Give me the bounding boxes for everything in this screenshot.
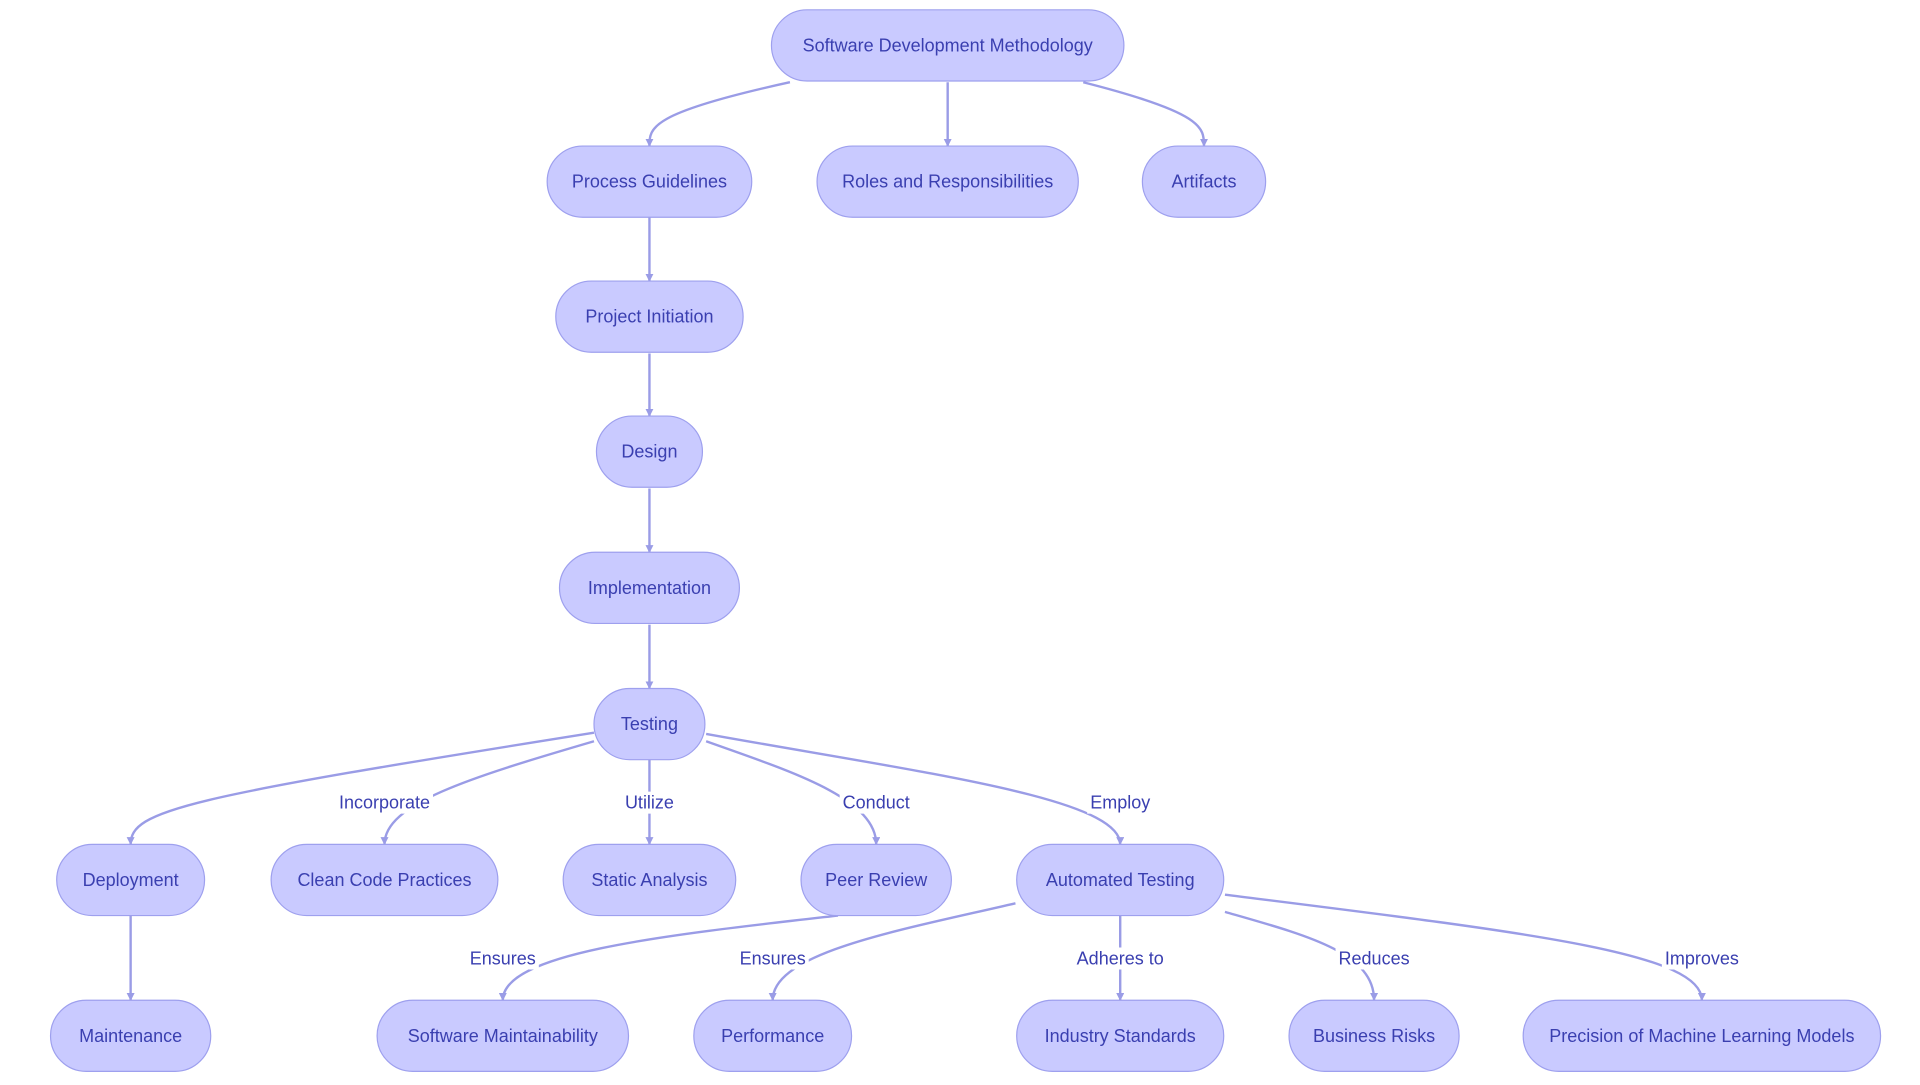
edge-label-background: [839, 791, 913, 814]
node-label: Project Initiation: [585, 307, 713, 327]
edge-label-text: Ensures: [740, 949, 806, 969]
node-design: Design: [595, 415, 704, 488]
node-shape: [1016, 843, 1225, 917]
node-shape: [595, 415, 704, 488]
node-standards: Industry Standards: [1016, 999, 1225, 1073]
node-shape: [770, 9, 1125, 82]
node-shape: [1288, 999, 1460, 1073]
edge-label-testing-to-peer: Conduct: [839, 791, 913, 814]
edge-label-text: Conduct: [843, 793, 910, 813]
node-label: Automated Testing: [1046, 870, 1195, 890]
edge-methodology-to-process: [645, 81, 791, 147]
node-label: Software Development Methodology: [803, 35, 1093, 55]
node-label: Deployment: [83, 870, 179, 890]
edge-label-text: Adheres to: [1077, 949, 1164, 969]
node-maintenance: Maintenance: [49, 999, 212, 1073]
node-label: Static Analysis: [591, 870, 707, 890]
node-label: Peer Review: [825, 870, 928, 890]
edge-automated-to-risks: [1224, 910, 1379, 1002]
node-label: Industry Standards: [1045, 1026, 1196, 1046]
node-precision: Precision of Machine Learning Models: [1522, 999, 1882, 1073]
edge-label-text: Incorporate: [339, 793, 430, 813]
node-risks: Business Risks: [1288, 999, 1460, 1073]
edge-label-automated-to-precision: Improves: [1661, 947, 1742, 970]
edge-label-background: [335, 791, 434, 814]
edge-label-testing-to-static: Utilize: [621, 791, 677, 814]
edge-testing-to-cleancode: [380, 740, 595, 846]
node-shape: [558, 551, 741, 625]
edges-layer: [126, 81, 1706, 1002]
node-label: Process Guidelines: [572, 172, 727, 192]
node-label: Roles and Responsibilities: [842, 172, 1053, 192]
edge-label-background: [621, 791, 677, 814]
node-shape: [546, 145, 753, 218]
node-shape: [376, 999, 630, 1073]
edge-label-background: [1073, 947, 1167, 970]
node-shape: [562, 843, 737, 917]
node-shape: [270, 843, 499, 917]
node-label: Artifacts: [1171, 172, 1236, 192]
node-deployment: Deployment: [56, 843, 206, 917]
node-process: Process Guidelines: [546, 145, 753, 218]
edge-label-background: [1087, 791, 1154, 814]
edge-label-text: Ensures: [470, 949, 536, 969]
node-label: Software Maintainability: [408, 1026, 598, 1046]
node-implementation: Implementation: [558, 551, 741, 625]
edge-label-automated-to-standards: Adheres to: [1073, 947, 1167, 970]
edge-label-text: Employ: [1090, 793, 1150, 813]
node-label: Design: [621, 442, 677, 462]
node-testing: Testing: [593, 687, 706, 761]
edge-label-text: Improves: [1665, 949, 1739, 969]
node-shape: [593, 687, 706, 761]
node-peer: Peer Review: [800, 843, 952, 917]
node-label: Implementation: [588, 578, 711, 598]
edge-automated-to-performance: [768, 902, 1016, 1002]
node-automated: Automated Testing: [1016, 843, 1225, 917]
edge-testing-to-deployment: [126, 731, 595, 846]
edge-label-automated-to-risks: Reduces: [1335, 947, 1413, 970]
node-shape: [1016, 999, 1225, 1073]
edge-label-background: [736, 947, 809, 970]
node-maintainability: Software Maintainability: [376, 999, 630, 1073]
node-shape: [555, 280, 744, 353]
nodes-layer: Software Development MethodologyProcess …: [49, 9, 1882, 1073]
edge-label-automated-to-performance: Ensures: [736, 947, 809, 970]
node-shape: [800, 843, 952, 917]
node-label: Performance: [721, 1026, 824, 1046]
node-shape: [49, 999, 212, 1073]
node-shape: [816, 145, 1079, 218]
edge-automated-to-maintainability: [498, 914, 839, 1002]
node-label: Precision of Machine Learning Models: [1549, 1026, 1854, 1046]
node-artifacts: Artifacts: [1141, 145, 1267, 218]
node-shape: [1141, 145, 1267, 218]
node-methodology: Software Development Methodology: [770, 9, 1125, 82]
node-initiation: Project Initiation: [555, 280, 744, 353]
edge-label-automated-to-maintainability: Ensures: [466, 947, 539, 970]
edge-label-background: [1335, 947, 1413, 970]
edge-label-text: Reduces: [1339, 949, 1410, 969]
node-label: Business Risks: [1313, 1026, 1435, 1046]
edge-label-testing-to-automated: Employ: [1087, 791, 1154, 814]
edge-testing-to-peer: [705, 740, 881, 846]
node-performance: Performance: [693, 999, 853, 1073]
node-cleancode: Clean Code Practices: [270, 843, 499, 917]
edge-label-background: [1661, 947, 1742, 970]
edge-automated-to-precision: [1224, 893, 1706, 1002]
edge-testing-to-automated: [705, 732, 1125, 846]
node-label: Testing: [621, 714, 678, 734]
node-roles: Roles and Responsibilities: [816, 145, 1079, 218]
node-static: Static Analysis: [562, 843, 737, 917]
edge-methodology-to-artifacts: [1082, 81, 1209, 147]
node-shape: [1522, 999, 1882, 1073]
edge-label-text: Utilize: [625, 793, 674, 813]
edge-label-testing-to-cleancode: Incorporate: [335, 791, 434, 814]
node-shape: [693, 999, 853, 1073]
node-label: Maintenance: [79, 1026, 182, 1046]
edge-label-background: [466, 947, 539, 970]
node-shape: [56, 843, 206, 917]
node-label: Clean Code Practices: [297, 870, 471, 890]
